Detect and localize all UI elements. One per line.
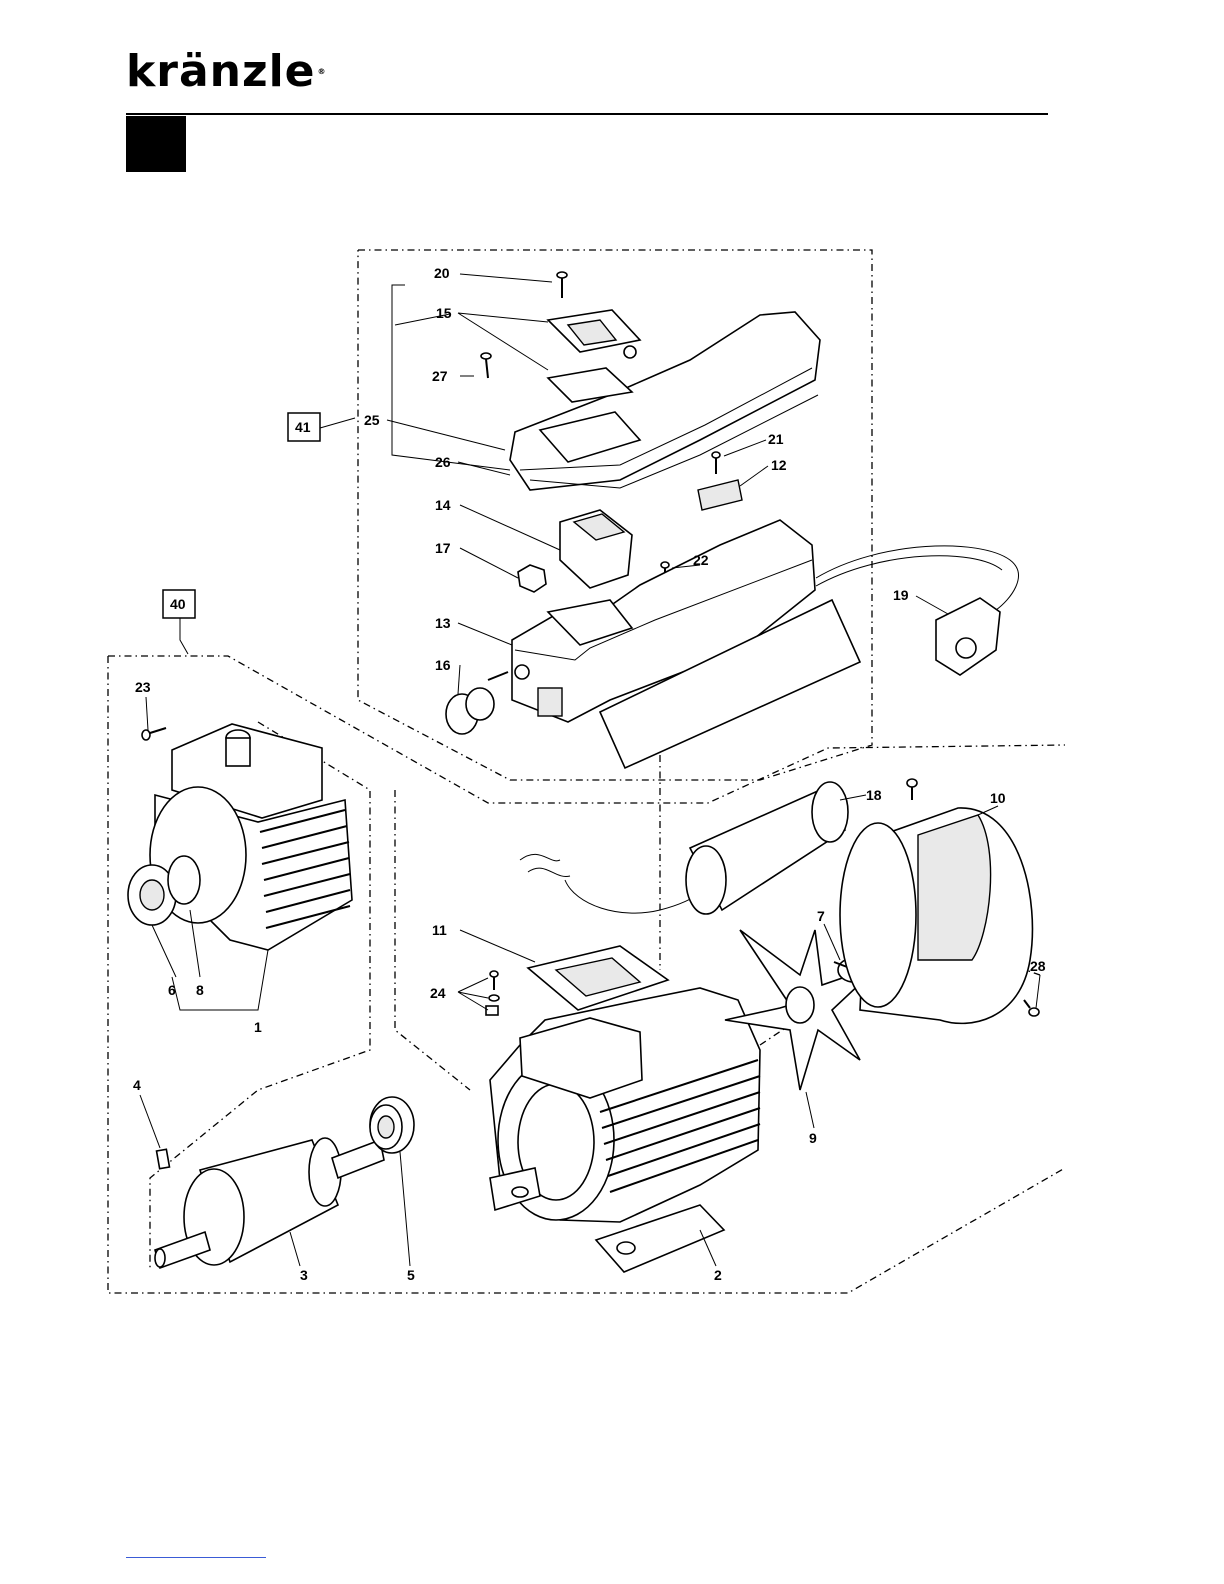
label-4: 4	[133, 1077, 141, 1093]
screw-part-18-fan	[907, 779, 917, 800]
label-10: 10	[990, 790, 1006, 806]
capacitor-part-18	[686, 782, 848, 914]
label-18: 18	[866, 787, 882, 803]
label-12: 12	[771, 457, 787, 473]
rotor-part-3	[155, 1138, 384, 1268]
motor-assembly-part-1	[128, 724, 352, 950]
screw-part-23	[142, 728, 166, 740]
label-2: 2	[714, 1267, 722, 1283]
label-16: 16	[435, 657, 451, 673]
label-3: 3	[300, 1267, 308, 1283]
label-27: 27	[432, 368, 448, 384]
label-20: 20	[434, 265, 450, 281]
footer-rule	[126, 1557, 266, 1558]
key-part-4	[157, 1149, 170, 1168]
bearing-part-5	[370, 1097, 414, 1153]
capacitor-leads	[520, 854, 570, 876]
label-8: 8	[196, 982, 204, 998]
power-cable	[816, 546, 1018, 610]
label-26: 26	[435, 454, 451, 470]
label-15: 15	[436, 305, 452, 321]
fan-cover-part-10	[840, 808, 1032, 1023]
label-28: 28	[1030, 958, 1046, 974]
label-11: 11	[432, 922, 447, 938]
label-6: 6	[168, 982, 176, 998]
label-19: 19	[893, 587, 909, 603]
label-24: 24	[430, 985, 446, 1001]
label-17: 17	[435, 540, 451, 556]
terminal-block-part-12	[698, 480, 742, 510]
screw-part-27	[481, 353, 491, 378]
screw-part-20	[557, 272, 567, 298]
motor-housing-part-2	[490, 988, 760, 1272]
label-7: 7	[817, 908, 825, 924]
switch-part-14	[560, 510, 632, 588]
label-1: 1	[254, 1019, 262, 1035]
boxed-label-40: 40	[170, 596, 186, 612]
stator-axis	[395, 790, 470, 1090]
screw-set-part-24	[486, 971, 499, 1015]
label-25: 25	[364, 412, 380, 428]
label-5: 5	[407, 1267, 415, 1283]
screw-part-21	[712, 452, 720, 474]
label-13: 13	[435, 615, 451, 631]
plug-part-19	[936, 598, 1000, 675]
boxed-label-40-leader	[180, 618, 188, 654]
boxed-label-41: 41	[295, 419, 311, 435]
label-21: 21	[768, 431, 784, 447]
cable-gland-part-16	[446, 672, 508, 734]
label-23: 23	[135, 679, 151, 695]
label-9: 9	[809, 1130, 817, 1146]
nut-part-17	[518, 565, 546, 592]
label-22: 22	[693, 552, 709, 568]
label-14: 14	[435, 497, 451, 513]
